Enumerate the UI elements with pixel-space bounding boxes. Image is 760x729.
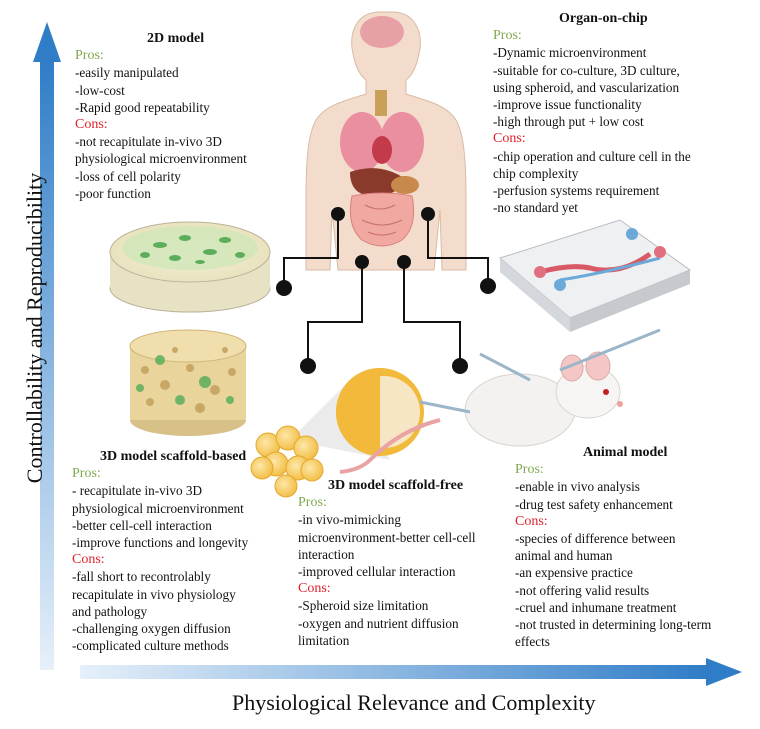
list-line: -complicated culture methods <box>72 638 229 654</box>
list-line: -Spheroid size limitation <box>298 598 429 614</box>
list-line: physiological microenvironment <box>75 151 247 167</box>
connectors <box>283 214 489 366</box>
list-line: -in vivo-mimicking <box>298 512 401 528</box>
cons-label: Cons: <box>515 513 548 529</box>
pros-label: Pros: <box>493 28 522 44</box>
model-2d-block: 2D model Pros: -easily manipulated-low-c… <box>75 30 247 202</box>
list-line: -not trusted in determining long-term <box>515 617 712 633</box>
organ-on-chip-illustration <box>498 219 692 332</box>
list-line: effects <box>515 634 550 650</box>
list-line: -better cell-cell interaction <box>72 517 212 533</box>
list-line: -easily manipulated <box>75 65 179 81</box>
pros-list: -Dynamic microenvironment-suitable for c… <box>493 44 691 130</box>
scaffold-based-title: 3D model scaffold-based <box>100 449 247 464</box>
connector-dots <box>276 207 496 374</box>
cons-label: Cons: <box>298 581 331 597</box>
list-line: -improve functions and longevity <box>72 535 249 551</box>
organ-on-chip-block: Organ-on-chip Pros: -Dynamic microenviro… <box>493 10 691 216</box>
list-line: - recapitulate in-vivo 3D <box>72 483 202 499</box>
list-line: and pathology <box>72 603 148 619</box>
x-axis-arrow <box>80 658 742 686</box>
list-line: -drug test safety enhancement <box>515 496 673 512</box>
petri-dish-illustration <box>109 221 271 313</box>
human-body-illustration <box>305 11 467 271</box>
mouse-illustration <box>339 328 661 474</box>
model-2d-title: 2D model <box>147 31 205 46</box>
list-line: -an expensive practice <box>515 565 633 581</box>
pros-list: -enable in vivo analysis-drug test safet… <box>515 478 711 512</box>
y-axis-arrow <box>33 22 61 670</box>
list-line: -no standard yet <box>493 200 578 216</box>
list-line: -low-cost <box>75 82 125 98</box>
list-line: chip complexity <box>493 165 579 181</box>
list-line: microenvironment-better cell-cell <box>298 529 476 545</box>
scaffold-illustration <box>129 329 247 436</box>
list-line: animal and human <box>515 548 613 564</box>
list-line: using spheroid, and vascularization <box>493 79 680 95</box>
list-line: -fall short to recontrolably <box>72 569 211 585</box>
cons-list: -Spheroid size limitation-oxygen and nut… <box>298 597 476 649</box>
list-line: -improved cellular interaction <box>298 564 456 580</box>
list-line: -not offering valid results <box>515 582 650 598</box>
list-line: -Dynamic microenvironment <box>493 45 647 61</box>
list-line: -loss of cell polarity <box>75 168 181 184</box>
list-line: interaction <box>298 546 355 562</box>
x-axis-label: Physiological Relevance and Complexity <box>232 690 596 715</box>
list-line: -oxygen and nutrient diffusion <box>298 615 459 631</box>
animal-model-block: Animal model Pros: -enable in vivo analy… <box>515 444 711 650</box>
pros-label: Pros: <box>515 462 544 478</box>
animal-model-title: Animal model <box>583 445 668 460</box>
organ-on-chip-title: Organ-on-chip <box>559 11 648 26</box>
list-line: -cruel and inhumane treatment <box>515 599 677 615</box>
list-line: limitation <box>298 632 350 648</box>
list-line: -high through put + low cost <box>493 114 644 130</box>
list-line: -improve issue functionality <box>493 97 642 113</box>
list-line: -not recapitulate in-vivo 3D <box>75 134 222 150</box>
list-line: recapitulate in vivo physiology <box>72 586 236 602</box>
scaffold-free-block: 3D model scaffold-free Pros: -in vivo-mi… <box>298 477 476 649</box>
list-line: -poor function <box>75 185 151 201</box>
list-line: -species of difference between <box>515 531 676 547</box>
list-line: -enable in vivo analysis <box>515 479 640 495</box>
list-line: -Rapid good repeatability <box>75 99 210 115</box>
list-line: -chip operation and culture cell in the <box>493 148 691 164</box>
cons-label: Cons: <box>72 552 105 568</box>
pros-list: -easily manipulated-low-cost-Rapid good … <box>75 64 247 116</box>
scaffold-based-block: 3D model scaffold-based Pros: - recapitu… <box>72 448 248 654</box>
cons-label: Cons: <box>75 117 108 133</box>
scaffold-free-title: 3D model scaffold-free <box>328 478 464 493</box>
y-axis-label: Controllability and Reproducibility <box>22 172 47 484</box>
list-line: physiological microenvironment <box>72 500 244 516</box>
cons-label: Cons: <box>493 131 526 147</box>
pros-label: Pros: <box>75 48 104 64</box>
pros-label: Pros: <box>72 466 101 482</box>
pros-label: Pros: <box>298 495 327 511</box>
list-line: -challenging oxygen diffusion <box>72 621 231 637</box>
list-line: -perfusion systems requirement <box>493 183 660 199</box>
list-line: -suitable for co-culture, 3D culture, <box>493 62 680 78</box>
